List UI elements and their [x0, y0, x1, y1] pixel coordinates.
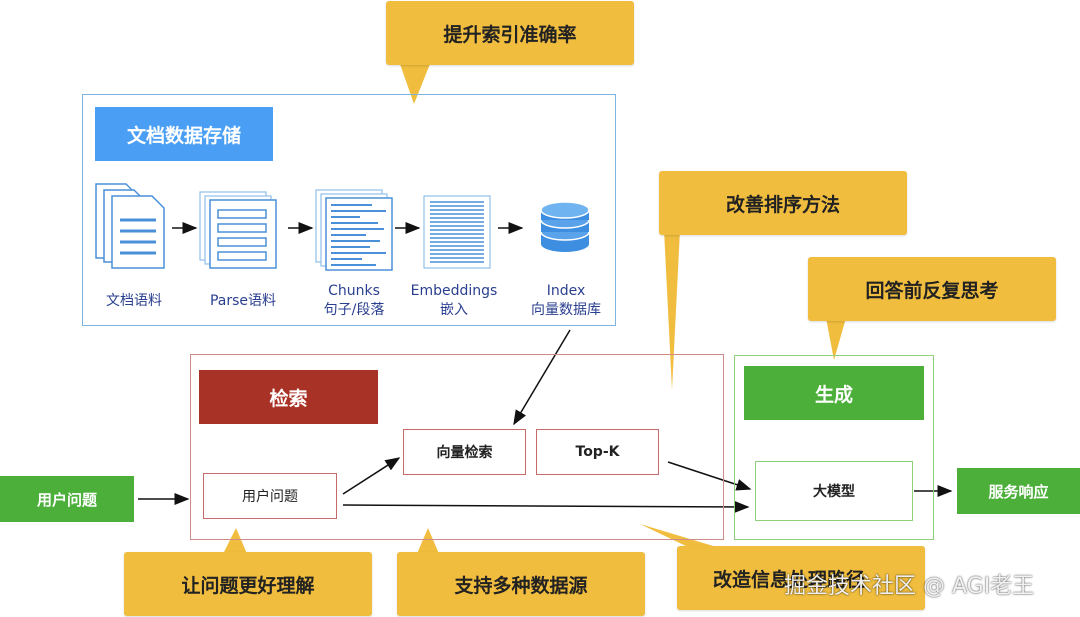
callout-improve-ranking: 改善排序方法: [659, 171, 907, 235]
user-question-box: 用户问题: [203, 473, 337, 519]
callout-reflect-pointer: [826, 318, 846, 360]
documents-icon: [95, 183, 165, 269]
watermark: 掘金技术社区 @ AGI老王: [784, 574, 1035, 599]
callout-ranking-pointer: [664, 230, 680, 390]
callout-better-understanding: 让问题更好理解: [124, 552, 372, 616]
storage-container: [82, 94, 616, 326]
input-user-question: 用户问题: [0, 476, 134, 522]
callout-multi-source: 支持多种数据源: [397, 552, 645, 616]
generation-title: 生成: [744, 366, 924, 420]
callout-think-before-answer: 回答前反复思考: [808, 257, 1056, 321]
step-label-chunks: Chunks 句子/段落: [323, 283, 385, 318]
step-label-documents: 文档语料: [106, 293, 162, 309]
storage-title: 文档数据存储: [95, 107, 273, 161]
step-label-index: Index 向量数据库: [531, 283, 601, 318]
callout-processing-path: 改造信息处理路径: [677, 546, 925, 610]
llm-box: 大模型: [755, 461, 913, 521]
callout-top-pointer: [400, 64, 430, 104]
database-icon: [540, 201, 590, 252]
callout-multi-pointer: [416, 528, 440, 556]
callout-improve-index-accuracy: 提升索引准确率: [386, 1, 634, 65]
parsed-list-icon: [199, 191, 277, 269]
embeddings-icon: [423, 195, 491, 269]
retrieval-container: [190, 354, 724, 540]
callout-understand-pointer: [222, 528, 248, 556]
step-label-embeddings: Embeddings 嵌入: [410, 283, 498, 318]
callout-path-pointer: [640, 524, 720, 548]
retrieval-title: 检索: [199, 370, 378, 424]
output-service-response: 服务响应: [957, 468, 1080, 514]
topk-box: Top-K: [536, 429, 659, 475]
chunks-icon: [315, 189, 393, 271]
step-label-parse: Parse语料: [209, 293, 277, 309]
vector-search-box: 向量检索: [403, 429, 526, 475]
generation-container: [734, 355, 934, 540]
